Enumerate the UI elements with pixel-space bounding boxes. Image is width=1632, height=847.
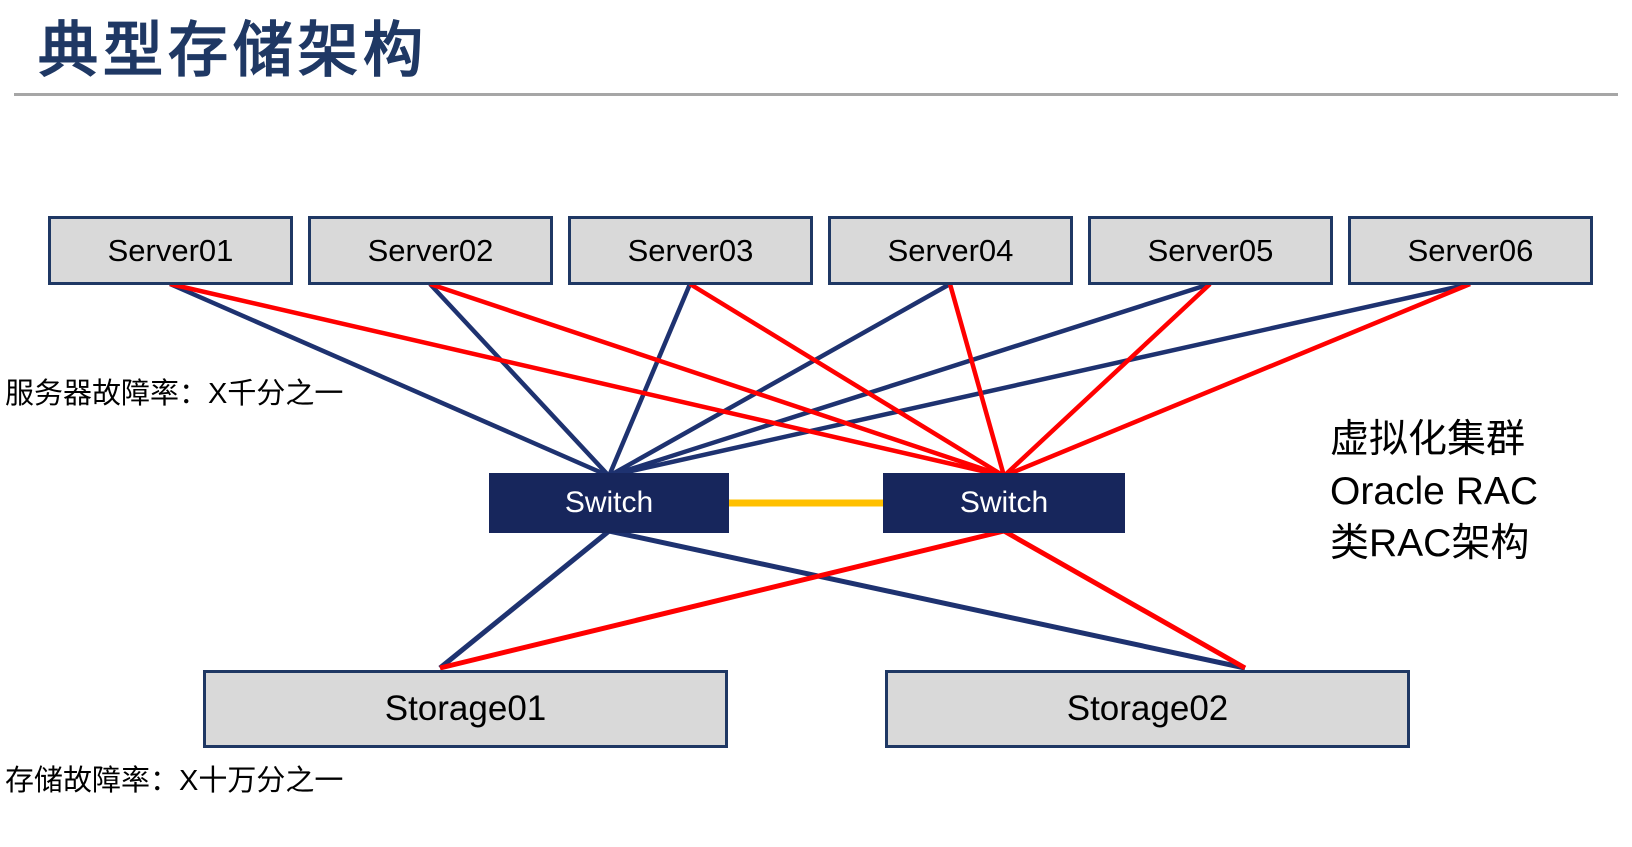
server-box-server06: Server06 (1348, 216, 1593, 285)
link-server06-switch-b (1003, 281, 1471, 479)
storage-box-storage02: Storage02 (885, 670, 1410, 748)
server-box-server04: Server04 (828, 216, 1073, 285)
server-box-server01: Server01 (48, 216, 293, 285)
server-label: Server04 (887, 232, 1014, 268)
link-server02-switch-a (428, 282, 611, 478)
annotation-line-rac-like-architecture: 类RAC架构 (1330, 522, 1530, 565)
link-server04-switch-a (607, 282, 952, 478)
server-label: Server02 (367, 232, 494, 268)
server-label: Server05 (1147, 232, 1274, 268)
link-server05-switch-a (608, 281, 1211, 479)
link-server04-switch-b (947, 283, 1007, 477)
page-title: 典型存储架构 (38, 17, 428, 84)
link-server01-switch-b (169, 281, 1005, 479)
switch-box-switch-b: Switch (883, 473, 1125, 533)
server-box-server05: Server05 (1088, 216, 1333, 285)
server-failure-rate-label: 服务器故障率：X千分之一 (5, 378, 344, 410)
link-switch-a-storage02 (608, 528, 1246, 671)
cluster-annotation: 虚拟化集群 Oracle RAC 类RAC架构 (1330, 414, 1538, 570)
storage-box-storage01: Storage01 (203, 670, 728, 748)
storage-failure-rate-label: 存储故障率：X十万分之一 (5, 765, 344, 797)
annotation-line-virtualization-cluster: 虚拟化集群 (1330, 418, 1526, 461)
link-server06-switch-a (608, 281, 1471, 479)
server-label: Server03 (627, 232, 754, 268)
link-server03-switch-b (688, 282, 1006, 478)
storage-label: Storage01 (384, 689, 547, 728)
link-switch-a-storage01 (438, 529, 611, 670)
link-switch-b-storage01 (439, 528, 1005, 671)
link-server02-switch-b (429, 281, 1005, 479)
server-box-server03: Server03 (568, 216, 813, 285)
storage-label: Storage02 (1066, 689, 1229, 728)
link-server03-switch-a (606, 283, 693, 477)
server-box-server02: Server02 (308, 216, 553, 285)
switch-label: Switch (564, 486, 654, 519)
link-switch-b-storage02 (1002, 528, 1247, 671)
server-label: Server01 (107, 232, 234, 268)
title-divider (14, 93, 1618, 96)
link-server01-switch-a (169, 281, 610, 479)
annotation-line-oracle-rac: Oracle RAC (1330, 470, 1539, 513)
switch-box-switch-a: Switch (489, 473, 729, 533)
link-server05-switch-b (1002, 282, 1212, 478)
switch-label: Switch (959, 486, 1049, 519)
server-label: Server06 (1407, 232, 1534, 268)
